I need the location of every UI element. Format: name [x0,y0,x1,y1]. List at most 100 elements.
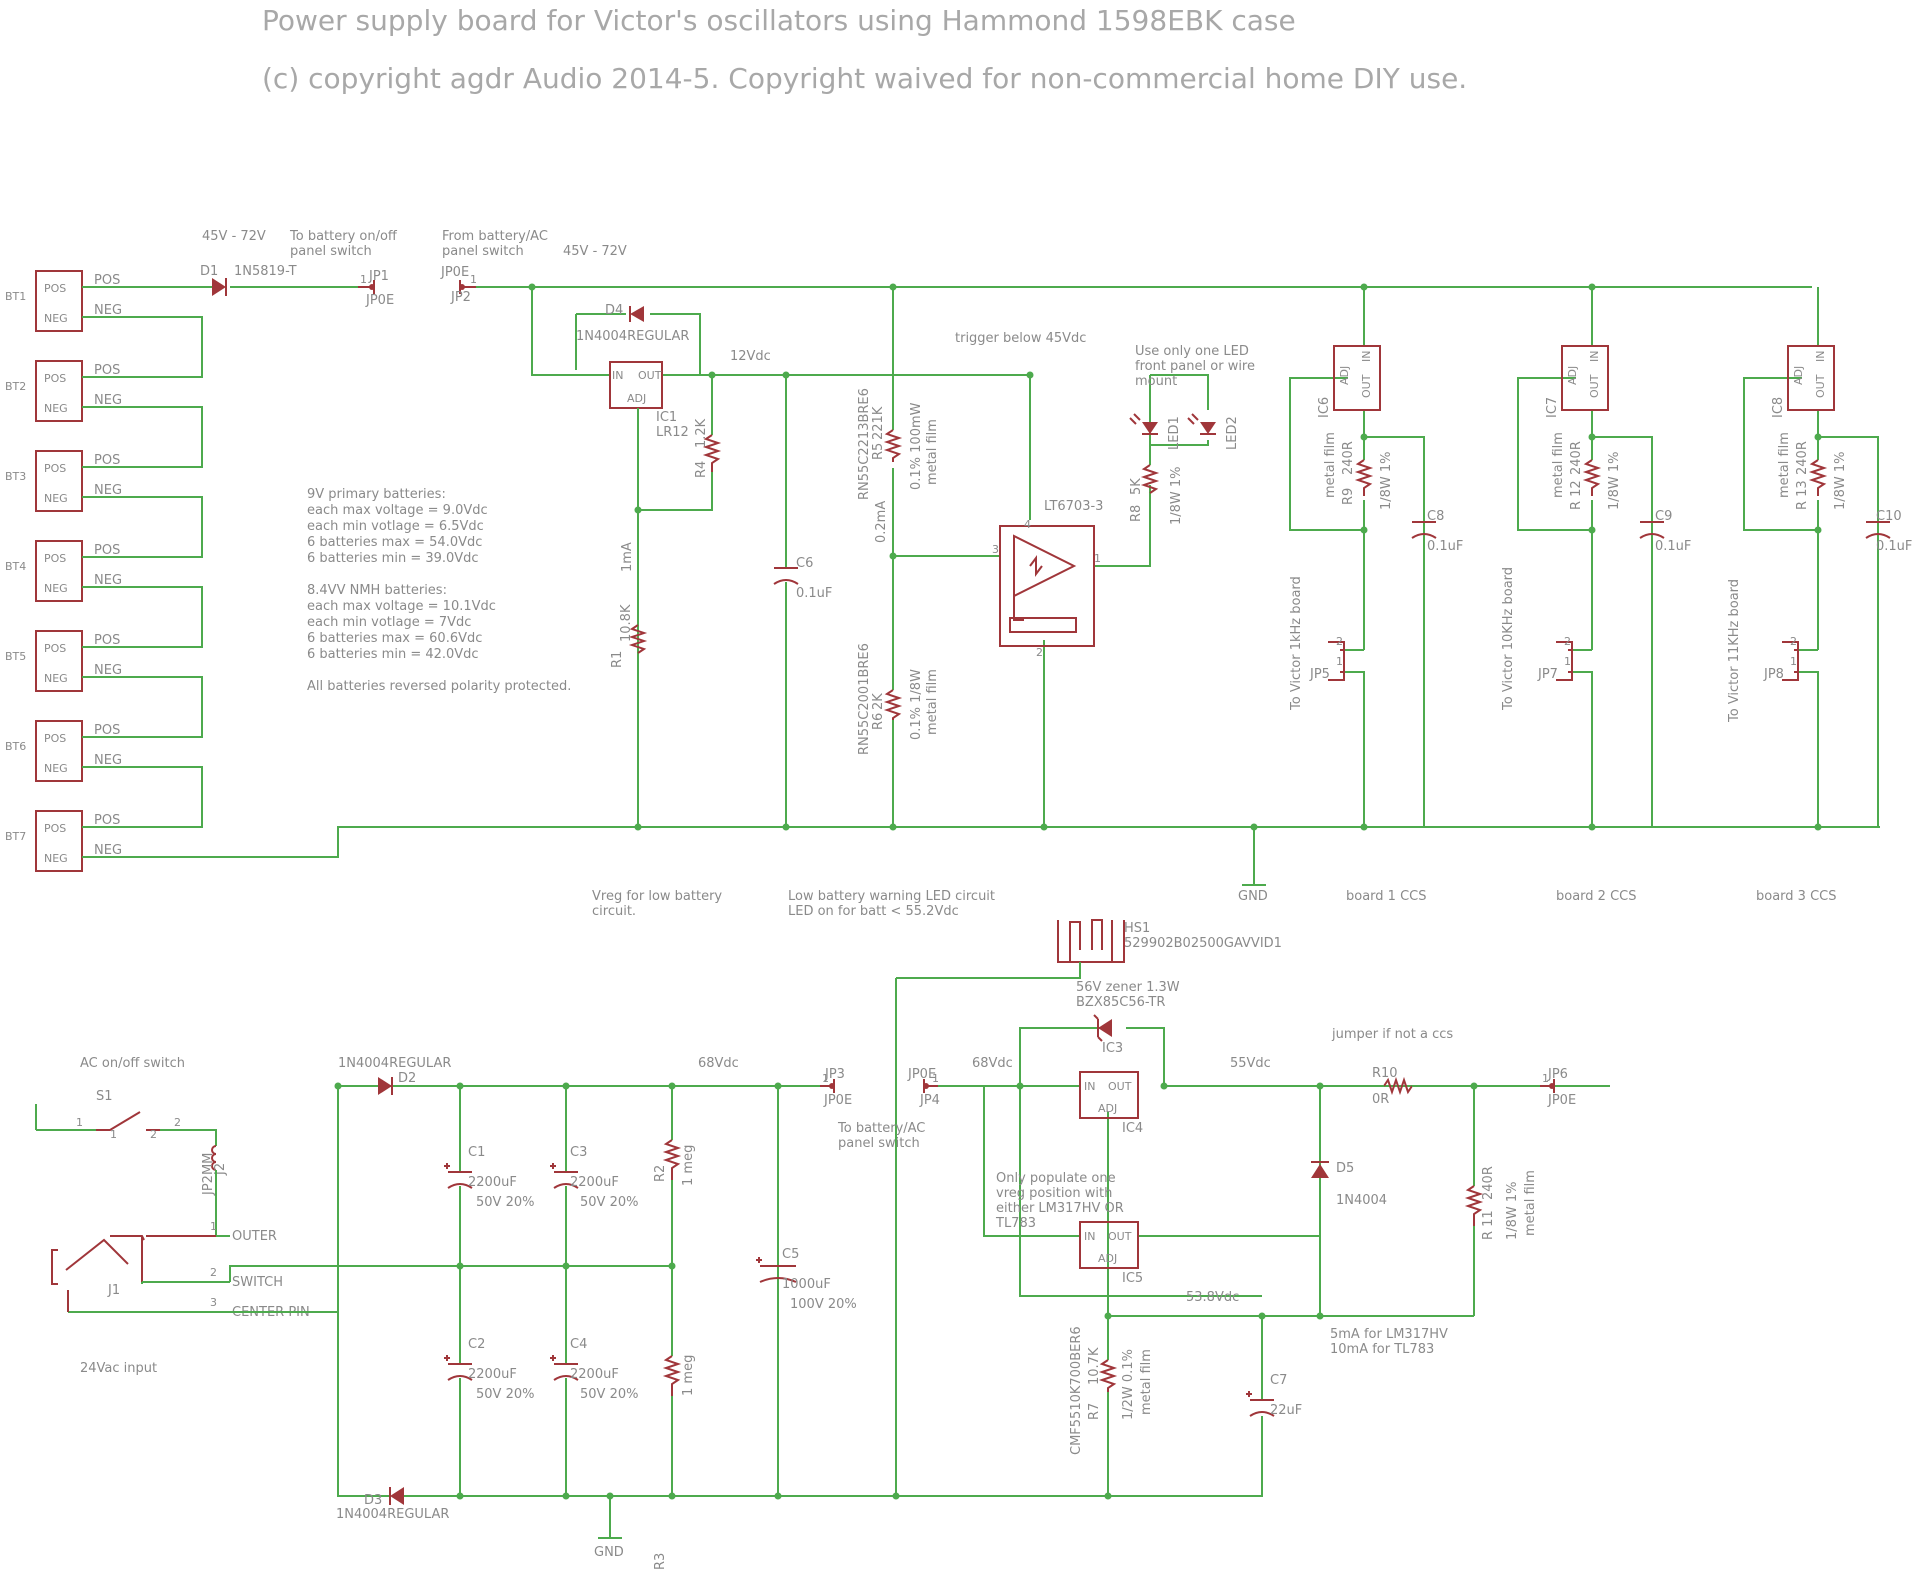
c3-rating: 50V 20% [580,1195,638,1210]
pin-in: IN [1084,1230,1095,1243]
r2-label: R2 [653,1165,668,1182]
ic1-part: LR12 [656,425,689,440]
battery-bt6 [35,720,83,782]
r6-label: R6 [871,713,886,730]
pin-1: 1 [1094,552,1101,565]
pin-pos-label: POS [44,372,66,385]
pin-in: IN [612,369,623,382]
r6-value: 2K [871,693,886,710]
jumper-jp4: 1 JP0E JP4 To battery/AC panel switch [837,1067,940,1151]
pin-in: IN [1588,351,1601,362]
pin-in: IN [1360,351,1373,362]
battery-bt4 [35,540,83,602]
rail-68v-label: 68Vdc [972,1056,1013,1071]
capacitor-c4: C4 2200uF 50V 20% [550,1337,638,1402]
wire-neg-label: NEG [94,843,122,858]
jp1-part: JP0E [365,293,394,308]
capacitor-c1: C1 2200uF 50V 20% [444,1145,534,1210]
battery-note-line: 6 batteries max = 60.6Vdc [307,631,482,646]
resistor-r2: R2 1 meg [653,1139,696,1186]
jp1-label: JP1 [368,269,389,284]
battery-pack: BT1 BT2 BT3 BT4 BT5 BT6 BT7 POS NEG POS … [5,270,1880,872]
wire-neg-label: NEG [94,573,122,588]
vreg-note: Only populate one [996,1171,1116,1186]
pin-2: 2 [1036,646,1043,659]
wire-neg-label: NEG [94,753,122,768]
regulator-ic5: IN OUT ADJ IC5 [1079,1221,1143,1286]
c7-value: 22uF [1270,1403,1302,1418]
low-battery-note: LED on for batt < 55.2Vdc [788,904,959,919]
d4-label: D4 [605,303,623,318]
pin-1: 1 [110,1128,117,1141]
d1-label: D1 [200,264,218,279]
jp4-part: JP0E [907,1067,936,1082]
wire-neg-label: NEG [94,393,122,408]
pin-out: OUT [1108,1080,1132,1093]
resistor-r3: 1 meg R3 [653,1355,696,1570]
pin-1: 1 [210,1220,217,1233]
c5-rating: 100V 20% [790,1297,857,1312]
j1-outer-pin: OUTER [232,1229,277,1244]
r3-label: R3 [653,1553,668,1570]
jumper-jp6: 1 JP6 JP0E [1474,1067,1576,1108]
led1-label: LED1 [1167,416,1182,450]
pin-pos-label: POS [44,732,66,745]
diode-d2: D2 1N4004REGULAR [338,1056,451,1095]
r5-type: metal film [925,419,940,485]
resistor-r11: R 11 240R 1/8W 1% metal film [1464,1166,1538,1240]
pin-pos-label: POS [44,462,66,475]
r7-value: 10.7K [1087,1347,1102,1385]
c3-label: C3 [570,1145,587,1160]
ccs-destination: To Victor 10KHz board [1501,567,1516,711]
c7-label: C7 [1270,1373,1287,1388]
jumper-note: jumper if not a ccs [1331,1027,1453,1042]
r7-type: metal film [1139,1349,1154,1415]
r6-spec: 0.1% 1/8W [909,669,924,740]
pin-1: 1 [76,1116,83,1129]
c5-label: C5 [782,1247,799,1262]
resistor-r7: CMF5510K700BER6 R7 10.7K 1/2W 0.1% metal… [1069,1326,1154,1455]
c6-label: C6 [796,556,813,571]
pin-neg-label: NEG [44,852,68,865]
bottom-wiring [229,978,1610,1539]
battery-note-line: 9V primary batteries: [307,487,446,502]
led-note: mount [1135,374,1177,389]
jumper-jp3: 1 JP3 JP0E [820,1067,852,1108]
d5-part: 1N4004 [1336,1193,1387,1208]
resistor-r10: R10 0R jumper if not a ccs [1320,1027,1474,1107]
resistor-r4: R4 1.2K [694,418,722,478]
battery-notes: 9V primary batteries: each max voltage =… [307,487,571,694]
wire-pos-label: POS [94,543,120,558]
battery-note-line: 6 batteries max = 54.0Vdc [307,535,482,550]
ic5-label: IC5 [1122,1271,1143,1286]
ccs-c-value: 0.1uF [1427,539,1463,554]
pin-pos-label: POS [44,822,66,835]
capacitor-c7: C7 22uF [1246,1373,1302,1418]
battery-note-line: All batteries reversed polarity protecte… [307,679,571,694]
jp1-note: panel switch [290,244,372,259]
r8-spec: 1/8W 1% [1169,466,1184,525]
pin-2: 2 [150,1128,157,1141]
jp1-note: To battery on/off [289,229,398,244]
jp2-note: panel switch [442,244,524,259]
rail-68v-label: 68Vdc [698,1056,739,1071]
zener-part: BZX85C56-TR [1076,995,1165,1010]
wire-neg-label: NEG [94,303,122,318]
d1-part: 1N5819-T [234,264,297,279]
r8-value: 5K [1129,478,1144,495]
r5-label: R5 [871,443,886,460]
vreg-note: Vreg for low battery [592,889,722,904]
pin-out: OUT [1108,1230,1132,1243]
battery-bt3 [35,450,83,512]
diode-d5: D5 1N4004 [1311,1161,1387,1208]
battery-label: BT6 [5,740,26,753]
capacitor-c2: C2 2200uF 50V 20% [444,1337,534,1402]
ccs-c-label: C8 [1427,509,1444,524]
r11-type: metal film [1523,1170,1538,1236]
battery-note-line: each max voltage = 10.1Vdc [307,599,496,614]
jp4-label: JP4 [919,1093,940,1108]
diode-d4: D4 1N4004REGULAR [576,303,689,344]
ccs-r-spec: 1/8W 1% [1379,451,1394,510]
ccs-jp-label: JP5 [1309,667,1330,682]
d4-part: 1N4004REGULAR [576,329,689,344]
